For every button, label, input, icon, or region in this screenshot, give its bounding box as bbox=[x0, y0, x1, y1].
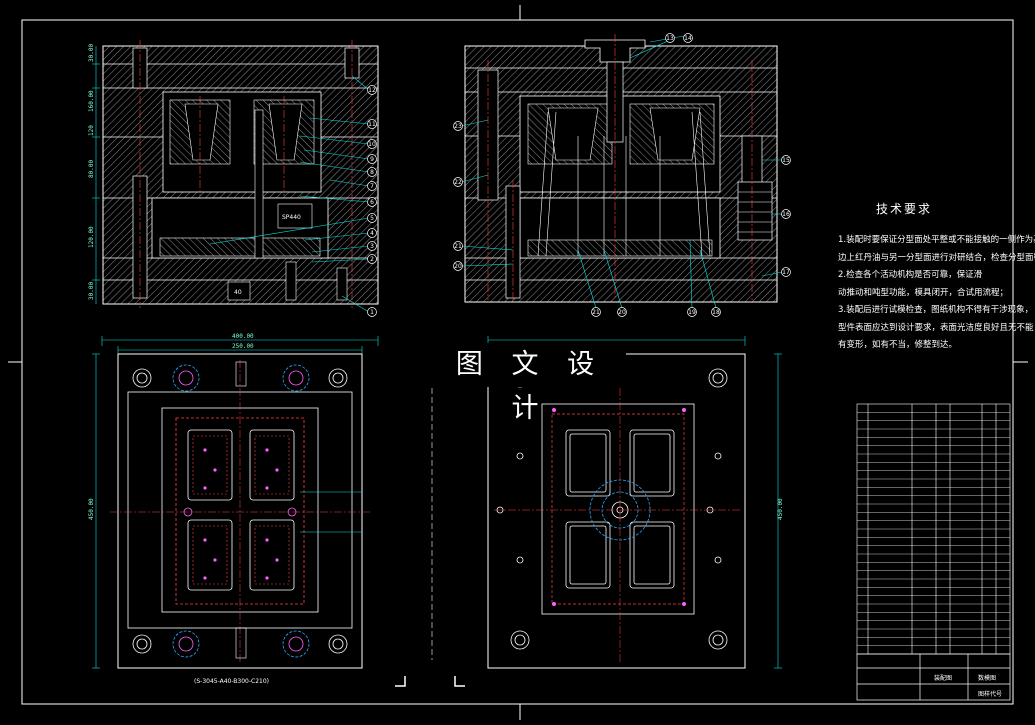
title-code-label: 图样代号 bbox=[978, 690, 1002, 698]
left-dim-labels: 30.00 160.00 120 80.00 120.00 30.00 bbox=[88, 44, 95, 300]
watermark-banner: 图 文 设 计 bbox=[434, 343, 626, 424]
dim-label: 120 bbox=[88, 125, 95, 136]
dim-label: 120.00 bbox=[88, 226, 95, 248]
dim-label: 30.00 bbox=[88, 282, 95, 300]
tech-line: 型件表面应达到设计要求，表面光洁度良好且无不能 bbox=[838, 322, 1034, 333]
plan-view-right: 450.00 bbox=[431, 336, 784, 669]
section-view-left: SP440 40 30.00 160.00 120 bbox=[88, 40, 379, 317]
title-material: 数模图 bbox=[978, 674, 996, 682]
callout-number: 20 bbox=[618, 309, 626, 316]
section-view-right: 13 14 23 22 21 20 15 16 17 21 20 19 18 bbox=[453, 33, 791, 317]
plan-caption: (S-3045-A40-B300-C210) bbox=[194, 678, 269, 685]
dim-label: 160.00 bbox=[88, 90, 95, 112]
sheet-frame bbox=[8, 5, 1028, 720]
dim-label: 450.00 bbox=[88, 498, 95, 520]
tech-line: 动推动和吨型功能，模具闭开，合试用流程； bbox=[838, 287, 1009, 298]
callout-number: 17 bbox=[782, 269, 790, 276]
callout-number: 23 bbox=[454, 123, 462, 130]
callout-number: 22 bbox=[454, 179, 462, 186]
tech-line: 2.检查各个活动机构是否可靠，保证滑 bbox=[838, 270, 983, 280]
callout-number: 8 bbox=[370, 169, 374, 176]
callout-number: 7 bbox=[370, 183, 374, 190]
callout-number: 4 bbox=[370, 230, 374, 237]
callout-number: 12 bbox=[368, 87, 376, 94]
tech-line: 边上红丹油与另一分型面进行对研结合，检查分型面密合情况， bbox=[838, 252, 1035, 263]
tech-requirements-title: 技术要求 bbox=[876, 202, 933, 216]
callout-number: 9 bbox=[370, 156, 374, 163]
plan-view-left: 400.00 250.00 450.00 bbox=[88, 333, 379, 685]
tech-line: 1.装配时要保证分型面处平整或不能接触的一侧作为基准， bbox=[838, 235, 1035, 245]
dim-label: 250.00 bbox=[232, 343, 254, 350]
tech-line: 3.装配后进行试模检查，图纸机构不得有干涉现象， bbox=[838, 305, 1034, 315]
callout-number: 1 bbox=[370, 309, 374, 316]
dim-label: 30.00 bbox=[88, 44, 95, 62]
callout-number: 18 bbox=[712, 309, 720, 316]
callout-number: 14 bbox=[684, 35, 692, 42]
tech-line: 有变形，如有不当，修整到达。 bbox=[838, 340, 958, 350]
spring-label: SP440 bbox=[282, 214, 301, 221]
title-drawing-name: 装配图 bbox=[934, 674, 952, 682]
callout-number: 2 bbox=[370, 256, 374, 263]
callout-number: 3 bbox=[370, 243, 374, 250]
title-block bbox=[856, 653, 1011, 701]
callout-number: 6 bbox=[370, 199, 374, 206]
tech-requirements-body: 1.装配时要保证分型面处平整或不能接触的一侧作为基准， 边上红丹油与另一分型面进… bbox=[838, 232, 1035, 355]
callout-number: 5 bbox=[370, 215, 374, 222]
callout-number: 20 bbox=[454, 263, 462, 270]
callout-number: 11 bbox=[368, 121, 376, 128]
dim-label: 450.00 bbox=[777, 498, 784, 520]
callout-number: 19 bbox=[688, 309, 696, 316]
callout-number: 16 bbox=[782, 211, 790, 218]
dim-label: 400.00 bbox=[232, 333, 254, 340]
callout-number: 15 bbox=[782, 157, 790, 164]
callout-number: 21 bbox=[454, 243, 462, 250]
bottom-plate-label: 40 bbox=[234, 289, 242, 296]
callout-number: 10 bbox=[368, 141, 376, 148]
bom-rows bbox=[857, 412, 1010, 646]
callout-number: 21 bbox=[592, 309, 600, 316]
callout-number: 13 bbox=[666, 35, 674, 42]
right-callouts: 13 14 23 22 21 20 15 16 17 21 20 19 18 bbox=[453, 33, 791, 317]
left-callouts: 12 11 10 9 8 7 6 5 4 3 2 1 bbox=[367, 85, 377, 317]
dim-label: 80.00 bbox=[88, 160, 95, 178]
